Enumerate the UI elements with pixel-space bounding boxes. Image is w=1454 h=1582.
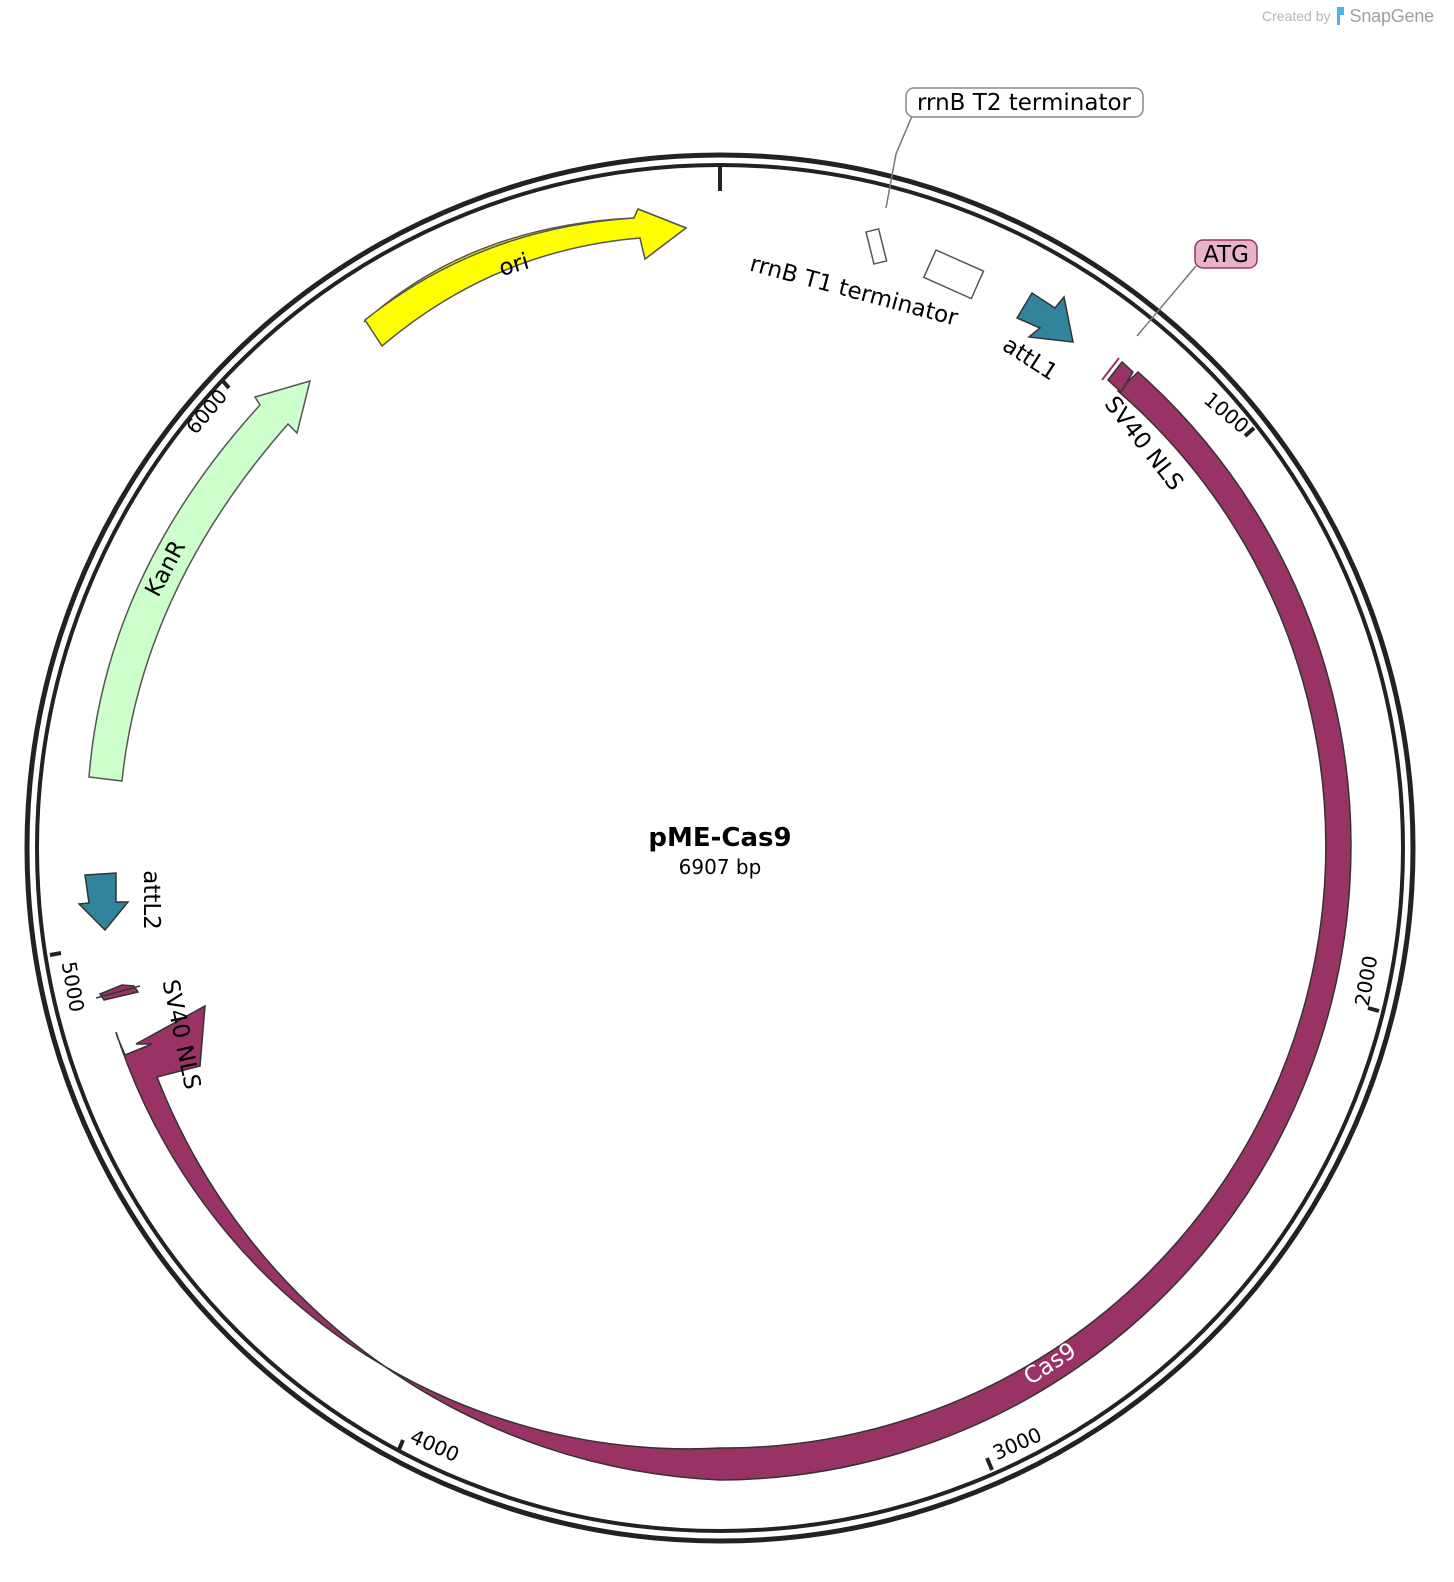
plasmid-length: 6907 bp — [679, 855, 762, 879]
cas9-arc[interactable] — [115, 370, 1352, 1481]
feature-atg[interactable]: ATG — [1136, 239, 1258, 337]
attl2-label: attL2 — [138, 870, 164, 930]
tick-mark-4000 — [396, 1439, 405, 1453]
tick-mark-6000 — [220, 378, 231, 390]
feature-rrnb-t1[interactable]: rrnB T1 terminator — [747, 249, 985, 332]
plasmid-title-block: pME-Cas9 6907 bp — [648, 823, 791, 879]
atg-callout-box[interactable] — [1194, 239, 1258, 269]
rrnb-t2-label: rrnB T2 terminator — [917, 90, 1132, 116]
rrnb-t2-leader-line — [885, 115, 913, 209]
snapgene-logo-icon — [1336, 7, 1344, 25]
tick-label-3000: 3000 — [989, 1422, 1045, 1465]
feature-cas9[interactable]: Cas9 — [115, 370, 1352, 1481]
kanr-arrow[interactable] — [88, 379, 312, 782]
backbone-outer-ring — [24, 152, 1416, 1544]
plasmid-name: pME-Cas9 — [648, 823, 791, 853]
attl2-arrow[interactable] — [77, 872, 130, 932]
snapgene-brand-text: SnapGene — [1349, 5, 1435, 26]
tick-mark-3000 — [985, 1457, 994, 1471]
sv40-nls-1-mark — [1101, 357, 1120, 381]
sv40-nls-2-mark — [95, 985, 141, 999]
atg-label: ATG — [1203, 242, 1249, 268]
feature-attl1[interactable]: attL1 — [998, 291, 1074, 386]
backbone — [24, 152, 1416, 1544]
backbone-inner-ring — [35, 163, 1405, 1533]
atg-leader-line — [1136, 265, 1197, 337]
rrnb-t2-box[interactable] — [865, 227, 888, 265]
rrnb-t1-label: rrnB T1 terminator — [747, 251, 961, 332]
ori-arrow[interactable] — [363, 208, 688, 348]
tick-label-2000: 2000 — [1350, 954, 1382, 1008]
feature-kanr[interactable]: KanR — [88, 379, 312, 782]
sv40-nls-1-shape[interactable] — [1106, 360, 1134, 394]
tick-mark-5000 — [49, 951, 62, 957]
rrnb-t2-callout-box — [905, 87, 1144, 118]
attl1-arrow[interactable] — [1015, 291, 1074, 343]
tick-mark-2000 — [1367, 1006, 1380, 1013]
tick-mark-1000 — [1243, 426, 1256, 438]
feature-rrnb-t2[interactable]: rrnB T2 terminator — [865, 87, 1144, 265]
tick-label-5000: 5000 — [57, 960, 89, 1014]
rrnb-t1-box[interactable] — [922, 249, 985, 300]
snapgene-watermark[interactable]: Created by SnapGene — [1262, 4, 1434, 28]
tick-label-6000: 6000 — [181, 384, 232, 438]
created-by-text: Created by — [1262, 8, 1331, 24]
feature-attl2[interactable]: attL2 — [77, 870, 164, 932]
